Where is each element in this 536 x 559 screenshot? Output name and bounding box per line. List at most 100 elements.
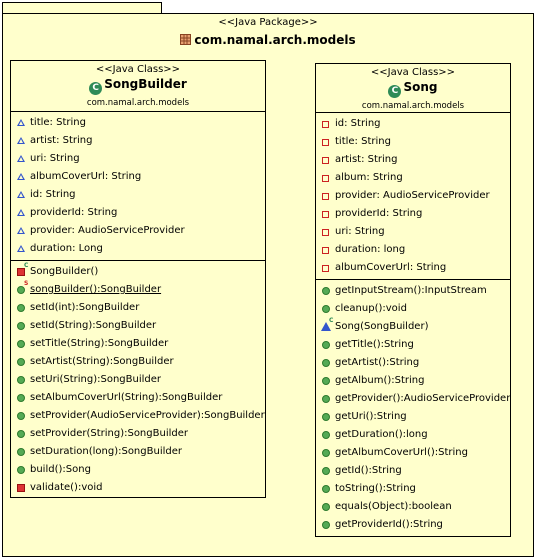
class-stereotype: <<Java Class>>	[95, 64, 181, 75]
operation-row: setId(int):SongBuilder	[11, 299, 265, 317]
attribute-row: provider: AudioServiceProvider	[11, 222, 265, 240]
attribute-row: duration: long	[316, 241, 510, 259]
public-method-icon	[322, 341, 330, 349]
public-method-icon	[322, 413, 330, 421]
private-field-icon	[322, 247, 329, 254]
public-method-icon	[322, 377, 330, 385]
operation-row: cleanup():void	[316, 300, 510, 318]
public-method-icon	[322, 287, 330, 295]
package-constructor-icon	[321, 322, 331, 331]
public-method-icon	[17, 304, 25, 312]
private-method-icon	[17, 484, 25, 492]
operation-row: setId(String):SongBuilder	[11, 317, 265, 335]
operation-row: getInputStream():InputStream	[316, 282, 510, 300]
public-method-icon	[17, 430, 25, 438]
attribute-row: albumCoverUrl: String	[316, 259, 510, 277]
public-static-icon	[17, 286, 25, 294]
public-method-icon	[17, 340, 25, 348]
operation-row: validate():void	[11, 479, 265, 497]
public-method-icon	[322, 485, 330, 493]
package-visibility-icon	[17, 245, 25, 252]
private-field-icon	[322, 157, 329, 164]
attribute-row: id: String	[11, 186, 265, 204]
package-visibility-icon	[17, 137, 25, 144]
class-stereotype: <<Java Class>>	[370, 67, 456, 78]
package-title: com.namal.arch.models	[3, 33, 533, 47]
package-visibility-icon	[17, 173, 25, 180]
package-visibility-icon	[17, 119, 25, 126]
operation-row: getAlbumCoverUrl():String	[316, 444, 510, 462]
public-method-icon	[322, 503, 330, 511]
attribute-row: albumCoverUrl: String	[11, 168, 265, 186]
operation-row: getArtist():String	[316, 354, 510, 372]
attribute-row: providerId: String	[11, 204, 265, 222]
attribute-row: title: String	[316, 133, 510, 151]
operation-row: setProvider(AudioServiceProvider):SongBu…	[11, 407, 265, 425]
class-icon: C	[89, 82, 103, 95]
package-name: com.namal.arch.models	[194, 33, 356, 47]
public-method-icon	[17, 394, 25, 402]
package-visibility-icon	[17, 155, 25, 162]
operation-row: equals(Object):boolean	[316, 498, 510, 516]
public-method-icon	[17, 376, 25, 384]
package-visibility-icon	[17, 227, 25, 234]
operation-row: setTitle(String):SongBuilder	[11, 335, 265, 353]
public-method-icon	[322, 449, 330, 457]
class-package: com.namal.arch.models	[361, 101, 465, 111]
operation-row: getAlbum():String	[316, 372, 510, 390]
attribute-row: artist: String	[316, 151, 510, 169]
package-visibility-icon	[17, 191, 25, 198]
attribute-row: uri: String	[316, 223, 510, 241]
private-field-icon	[322, 229, 329, 236]
public-method-icon	[322, 395, 330, 403]
public-method-icon	[322, 521, 330, 529]
attribute-row: id: String	[316, 115, 510, 133]
class-package: com.namal.arch.models	[86, 98, 190, 108]
operation-row: setUri(String):SongBuilder	[11, 371, 265, 389]
operation-row: getProvider():AudioServiceProvider	[316, 390, 510, 408]
public-method-icon	[322, 467, 330, 475]
operation-row: setProvider(String):SongBuilder	[11, 425, 265, 443]
package-icon	[180, 34, 192, 45]
public-method-icon	[17, 322, 25, 330]
attribute-row: duration: Long	[11, 240, 265, 258]
operation-row: getUri():String	[316, 408, 510, 426]
operation-row: getTitle():String	[316, 336, 510, 354]
operation-row: getProviderId():String	[316, 516, 510, 534]
package-visibility-icon	[17, 209, 25, 216]
public-method-icon	[17, 412, 25, 420]
private-field-icon	[322, 121, 329, 128]
attribute-row: provider: AudioServiceProvider	[316, 187, 510, 205]
package-stereotype: <<Java Package>>	[218, 17, 318, 28]
public-method-icon	[17, 466, 25, 474]
public-method-icon	[17, 448, 25, 456]
private-field-icon	[322, 193, 329, 200]
attribute-row: providerId: String	[316, 205, 510, 223]
attribute-row: title: String	[11, 114, 265, 132]
attribute-row: artist: String	[11, 132, 265, 150]
private-field-icon	[322, 139, 329, 146]
public-method-icon	[322, 305, 330, 313]
class-icon: C	[388, 85, 402, 98]
attribute-row: album: String	[316, 169, 510, 187]
private-field-icon	[322, 175, 329, 182]
operation-row: setAlbumCoverUrl(String):SongBuilder	[11, 389, 265, 407]
attributes-section: title: String artist: String uri: String…	[11, 112, 265, 261]
operation-row: toString():String	[316, 480, 510, 498]
public-method-icon	[17, 358, 25, 366]
private-field-icon	[322, 211, 329, 218]
operations-section: getInputStream():InputStream cleanup():v…	[316, 280, 510, 536]
private-field-icon	[322, 265, 329, 272]
operation-row: getDuration():long	[316, 426, 510, 444]
public-method-icon	[322, 431, 330, 439]
